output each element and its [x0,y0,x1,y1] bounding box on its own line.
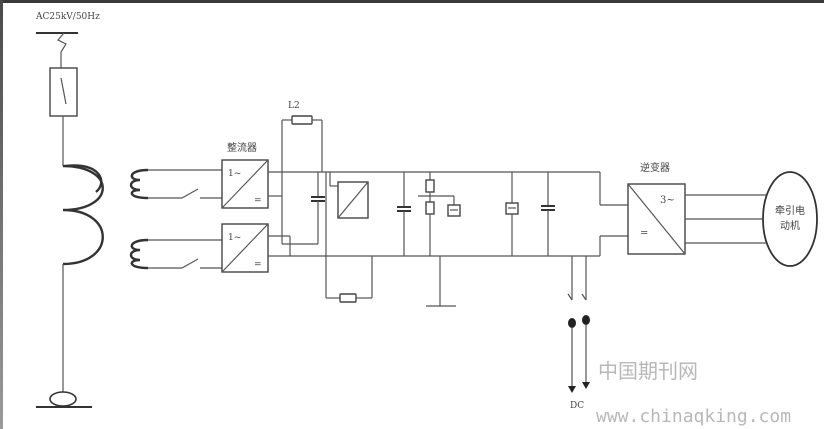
rectifier-1-ac-symbol: 1~ [228,169,241,179]
inverter-label: 逆变器 [640,161,670,174]
inverter-ac-symbol: 3~ [660,195,675,206]
source-label: AC25kV/50Hz [35,12,100,22]
transformer-secondary-winding-2 [129,238,222,270]
dc-output-taps [567,256,590,393]
transformer-secondary-winding-1 [129,168,222,200]
ground-symbol [36,391,92,408]
rectifier-2-dc-symbol: = [254,260,262,270]
inductor-l2 [281,115,323,172]
traction-motor: 牵引电 动机 [762,171,818,267]
rectifier-1: 1~ = [221,159,269,209]
inverter: 3~ = [627,183,686,255]
dc-link-bus-upper [268,171,600,197]
rectifier-label: 整流器 [227,141,257,154]
dc-label: DC [570,401,584,411]
transformer-primary-winding [62,164,104,266]
resistor-divider [418,172,461,256]
main-breaker [49,67,78,117]
rectifier-2-ac-symbol: 1~ [228,233,241,243]
inverter-dc-symbol: = [640,228,648,239]
chopper-converter [325,172,373,303]
inductor-label: L2 [288,101,300,111]
motor-feed-lines [685,194,766,244]
rectifier-1-dc-symbol: = [254,196,262,206]
watermark-chinese: 中国期刊网 [598,359,698,383]
motor-label-line1: 牵引电 [775,204,805,217]
inverter-input-lines [599,172,628,256]
filter-capacitor [541,172,555,256]
voltage-sensor [505,172,519,256]
dc-link-bus-lower [268,235,600,257]
rectifier-2: 1~ = [221,223,269,273]
pantograph [36,32,78,68]
motor-label-line2: 动机 [780,219,800,232]
watermark-url: www.chinaqking.com [596,406,791,427]
midpoint-capacitor [311,172,325,244]
dc-ground [426,256,456,307]
dc-link-capacitor [397,172,411,256]
